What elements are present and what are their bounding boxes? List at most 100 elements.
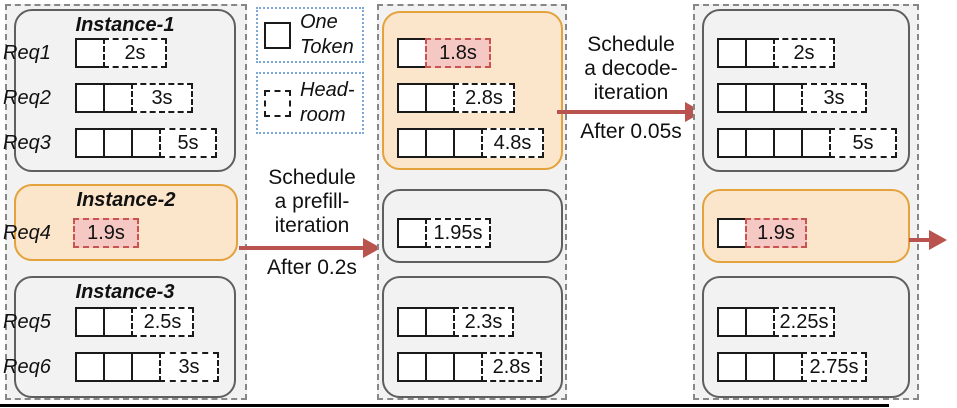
token-square bbox=[131, 352, 161, 382]
token-square bbox=[745, 307, 775, 337]
instance-box: 2.25s 2.75s bbox=[702, 276, 910, 398]
request-row: 4.8s bbox=[397, 128, 544, 158]
token-boxes bbox=[717, 38, 775, 68]
token-square bbox=[745, 128, 775, 158]
request-label: Req6 bbox=[3, 356, 51, 378]
token-square bbox=[453, 352, 483, 382]
headroom-box: 4.8s bbox=[481, 128, 544, 158]
headroom-box: 2.75s bbox=[801, 352, 867, 382]
transition-2-arrow bbox=[557, 110, 685, 114]
request-row: 2s bbox=[717, 38, 835, 68]
headroom-box: 1.95s bbox=[425, 218, 491, 248]
token-boxes bbox=[75, 307, 133, 337]
token-square bbox=[425, 128, 455, 158]
transition-1-label: Schedule a prefill- iteration bbox=[268, 166, 356, 237]
token-square bbox=[745, 352, 775, 382]
instance-3-box: Instance-3 Req5 2.5s Req6 3s bbox=[3, 276, 236, 398]
instance-box: 2s 3s 5s bbox=[702, 9, 910, 172]
request-label: Req3 bbox=[3, 132, 51, 154]
request-row: 2.8s bbox=[397, 83, 515, 113]
instance-box: 1.95s bbox=[382, 189, 563, 263]
token-square bbox=[453, 128, 483, 158]
token-square bbox=[75, 83, 105, 113]
headroom-box: 2.5s bbox=[131, 307, 194, 337]
request-row: 5s bbox=[717, 128, 897, 158]
request-row: 1.95s bbox=[397, 218, 491, 248]
instance-1-title: Instance-1 bbox=[75, 14, 175, 36]
token-square bbox=[397, 307, 427, 337]
token-square bbox=[103, 128, 133, 158]
headroom-box: 3s bbox=[159, 352, 219, 382]
token-square bbox=[717, 352, 747, 382]
headroom-box: 2.25s bbox=[773, 307, 835, 337]
token-square bbox=[397, 218, 427, 248]
token-boxes bbox=[397, 218, 427, 248]
token-square bbox=[717, 218, 747, 248]
token-boxes bbox=[717, 307, 775, 337]
headroom-label: Head- room bbox=[300, 79, 355, 126]
request-label: Req4 bbox=[3, 222, 51, 244]
token-square bbox=[425, 307, 455, 337]
token-square bbox=[773, 352, 803, 382]
headroom-box: 2s bbox=[773, 38, 835, 68]
transition-1-arrowhead-icon bbox=[363, 238, 381, 258]
headroom-box: 3s bbox=[801, 83, 867, 113]
instance-1-box: Instance-1 Req1 2s Req2 3s Req3 5s bbox=[3, 9, 236, 172]
token-square bbox=[75, 128, 105, 158]
headroom-box: 2.3s bbox=[453, 307, 514, 337]
legend-one-token: One Token bbox=[256, 7, 364, 63]
instance-2-title: Instance-2 bbox=[76, 189, 176, 211]
token-square bbox=[397, 128, 427, 158]
token-boxes bbox=[717, 352, 803, 382]
headroom-box: 2.8s bbox=[453, 83, 515, 113]
request-row-req3: Req3 5s bbox=[3, 128, 217, 158]
request-label: Req1 bbox=[3, 42, 51, 64]
token-square bbox=[717, 128, 747, 158]
instance-highlighted-box: 1.9s bbox=[702, 189, 910, 263]
token-square bbox=[717, 38, 747, 68]
request-row: 3s bbox=[717, 83, 867, 113]
request-row: 1.8s bbox=[397, 38, 491, 68]
token-square bbox=[717, 307, 747, 337]
legend-headroom: Head- room bbox=[256, 72, 364, 134]
headroom-box: 3s bbox=[131, 83, 193, 113]
request-row: 2.8s bbox=[397, 352, 542, 382]
request-row-req2: Req2 3s bbox=[3, 83, 193, 113]
token-boxes bbox=[75, 128, 161, 158]
token-square bbox=[75, 352, 105, 382]
token-square bbox=[773, 83, 803, 113]
figure-bottom-border bbox=[0, 404, 889, 407]
instance-2-box: Instance-2 Req4 1.9s bbox=[3, 184, 238, 261]
headroom-box: 5s bbox=[159, 128, 217, 158]
exit-arrowhead-icon bbox=[929, 230, 947, 250]
headroom-box: 2s bbox=[103, 38, 167, 68]
transition-2-label: Schedule a decode- iteration bbox=[584, 33, 678, 104]
token-boxes bbox=[397, 128, 483, 158]
token-boxes bbox=[397, 83, 455, 113]
token-square bbox=[103, 352, 133, 382]
panel-state-2: 1.8s 2.8s 4.8s 1.95s 2.3s bbox=[377, 4, 567, 400]
request-row: 1.9s bbox=[717, 218, 807, 248]
request-row-req1: Req1 2s bbox=[3, 38, 167, 68]
request-label: Req5 bbox=[3, 311, 51, 333]
exit-arrow bbox=[909, 238, 929, 242]
transition-1-after: After 0.2s bbox=[267, 256, 357, 279]
token-boxes bbox=[397, 38, 427, 68]
headroom-box-highlighted: 1.9s bbox=[745, 218, 807, 248]
token-boxes bbox=[397, 307, 455, 337]
request-row-req6: Req6 3s bbox=[3, 352, 219, 382]
headroom-box: 2.8s bbox=[481, 352, 542, 382]
one-token-swatch bbox=[264, 21, 291, 49]
token-square bbox=[717, 83, 747, 113]
instance-box: 2.3s 2.8s bbox=[382, 276, 563, 398]
transition-2-after: After 0.05s bbox=[580, 120, 682, 143]
token-boxes bbox=[717, 218, 747, 248]
headroom-box-highlighted: 1.9s bbox=[73, 218, 139, 248]
request-label: Req2 bbox=[3, 87, 51, 109]
panel-state-3: 2s 3s 5s 1.9s 2.25s 2.7 bbox=[693, 4, 919, 400]
token-square bbox=[75, 38, 105, 68]
token-square bbox=[773, 128, 803, 158]
token-square bbox=[745, 83, 775, 113]
headroom-box-highlighted: 1.8s bbox=[425, 38, 491, 68]
token-square bbox=[801, 128, 831, 158]
